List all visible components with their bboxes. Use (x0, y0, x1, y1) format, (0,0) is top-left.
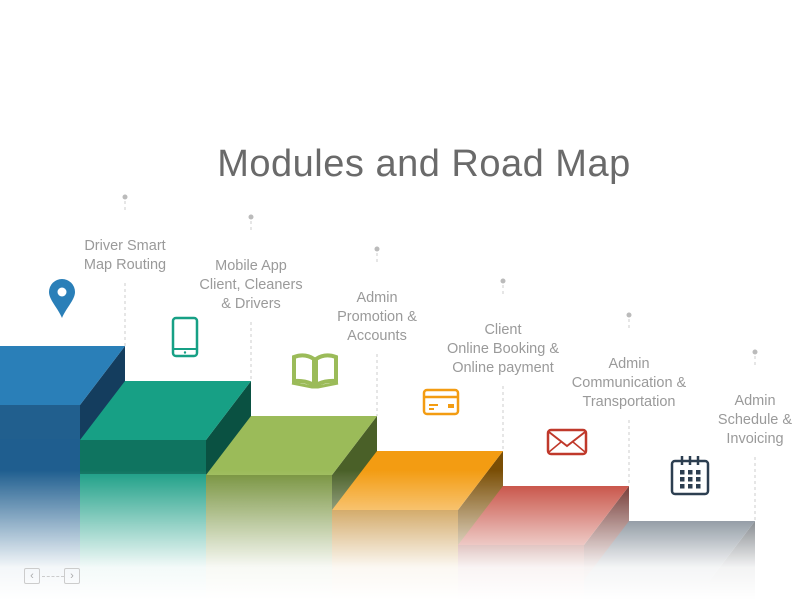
calendar-icon (670, 456, 710, 496)
module-label-line: Accounts (347, 328, 407, 344)
step-top-face (0, 346, 125, 405)
module-label-line: & Drivers (221, 296, 281, 312)
leader-line (500, 278, 506, 451)
bottom-fade (0, 470, 800, 600)
module-label-line: Invoicing (726, 431, 784, 447)
module-label-line: Online Booking & (446, 341, 560, 357)
module-label-line: Transportation (582, 394, 676, 410)
module-label-line: Communication & (571, 375, 687, 391)
leader-line (248, 214, 254, 381)
leader-line (374, 246, 380, 416)
module-label-line: Mobile App (215, 258, 287, 274)
module-label-line: Driver Smart (84, 238, 166, 254)
module-label-line: Admin (734, 393, 776, 409)
module-label-line: Schedule & (717, 412, 793, 428)
step-front-band (80, 440, 206, 474)
leader-line (626, 312, 632, 486)
leader-line (752, 349, 758, 521)
module-label-line: Client (484, 322, 522, 338)
module-label-line: Admin (608, 356, 650, 372)
module-label-line: Promotion & (337, 309, 417, 325)
leader-line (122, 194, 128, 346)
module-label-line: Map Routing (83, 257, 167, 273)
module-label-line: Online payment (452, 360, 554, 376)
step-top-face (80, 381, 251, 440)
nav-divider (42, 576, 64, 577)
map-pin-icon (49, 279, 75, 318)
step-top-face (206, 416, 377, 475)
smartphone-icon (171, 316, 199, 358)
prev-slide-button[interactable]: ‹ (24, 568, 40, 584)
page-title: Modules and Road Map (217, 143, 631, 185)
credit-card-icon (422, 388, 460, 416)
envelope-icon (546, 428, 588, 456)
module-label-line: Client, Cleaners (199, 277, 303, 293)
next-slide-button[interactable]: › (64, 568, 80, 584)
open-book-icon (291, 353, 339, 389)
module-label-line: Admin (356, 290, 398, 306)
step-front-band (0, 405, 80, 439)
